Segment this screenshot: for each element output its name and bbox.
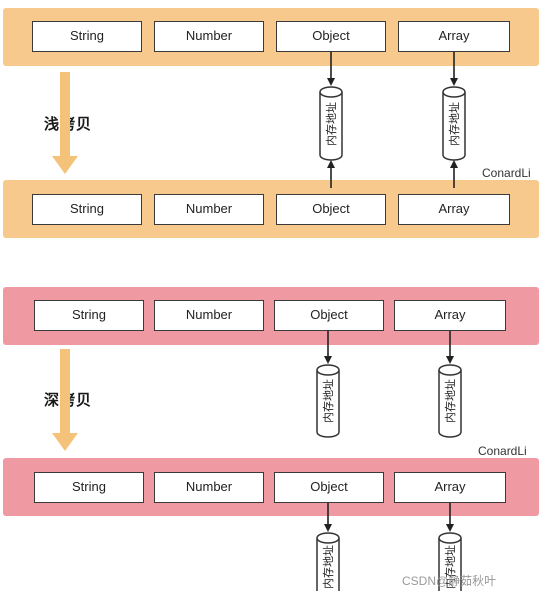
deep-watermark: ConardLi	[478, 444, 527, 458]
deep-target-array-memory-cylinder: 内存地址	[438, 532, 462, 591]
deep-copy-arrow	[52, 349, 78, 451]
shallow-object-memory-cylinder: 内存地址	[319, 86, 343, 161]
deep-source-string: String	[34, 300, 144, 331]
source-credit: CSDN@静茹秋叶	[402, 574, 497, 588]
deep-target-string: String	[34, 472, 144, 503]
deep-target-number: Number	[154, 472, 264, 503]
deep-source-object: Object	[274, 300, 384, 331]
shallow-source-number: Number	[154, 21, 264, 52]
shallow-target-object: Object	[276, 194, 386, 225]
shallow-array-memory-cylinder: 内存地址	[442, 86, 466, 161]
deep-target-object: Object	[274, 472, 384, 503]
shallow-source-string: String	[32, 21, 142, 52]
deep-source-number: Number	[154, 300, 264, 331]
deep-array-memory-cylinder: 内存地址	[438, 364, 462, 438]
deep-array-memory-label: 内存地址	[443, 379, 457, 423]
deep-source-array: Array	[394, 300, 506, 331]
shallow-copy-arrow	[52, 72, 78, 174]
deep-target-array-memory-label: 内存地址	[443, 545, 457, 589]
deep-object-memory-label: 内存地址	[321, 379, 335, 423]
shallow-source-array: Array	[398, 21, 510, 52]
shallow-object-memory-label: 内存地址	[324, 102, 338, 146]
shallow-target-array: Array	[398, 194, 510, 225]
deep-target-object-memory-label: 内存地址	[321, 545, 335, 589]
deep-target-object-memory-cylinder: 内存地址	[316, 532, 340, 591]
shallow-target-string: String	[32, 194, 142, 225]
shallow-watermark: ConardLi	[482, 166, 531, 180]
shallow-target-number: Number	[154, 194, 264, 225]
deep-object-memory-cylinder: 内存地址	[316, 364, 340, 438]
deep-target-array: Array	[394, 472, 506, 503]
shallow-array-memory-label: 内存地址	[447, 102, 461, 146]
shallow-source-object: Object	[276, 21, 386, 52]
